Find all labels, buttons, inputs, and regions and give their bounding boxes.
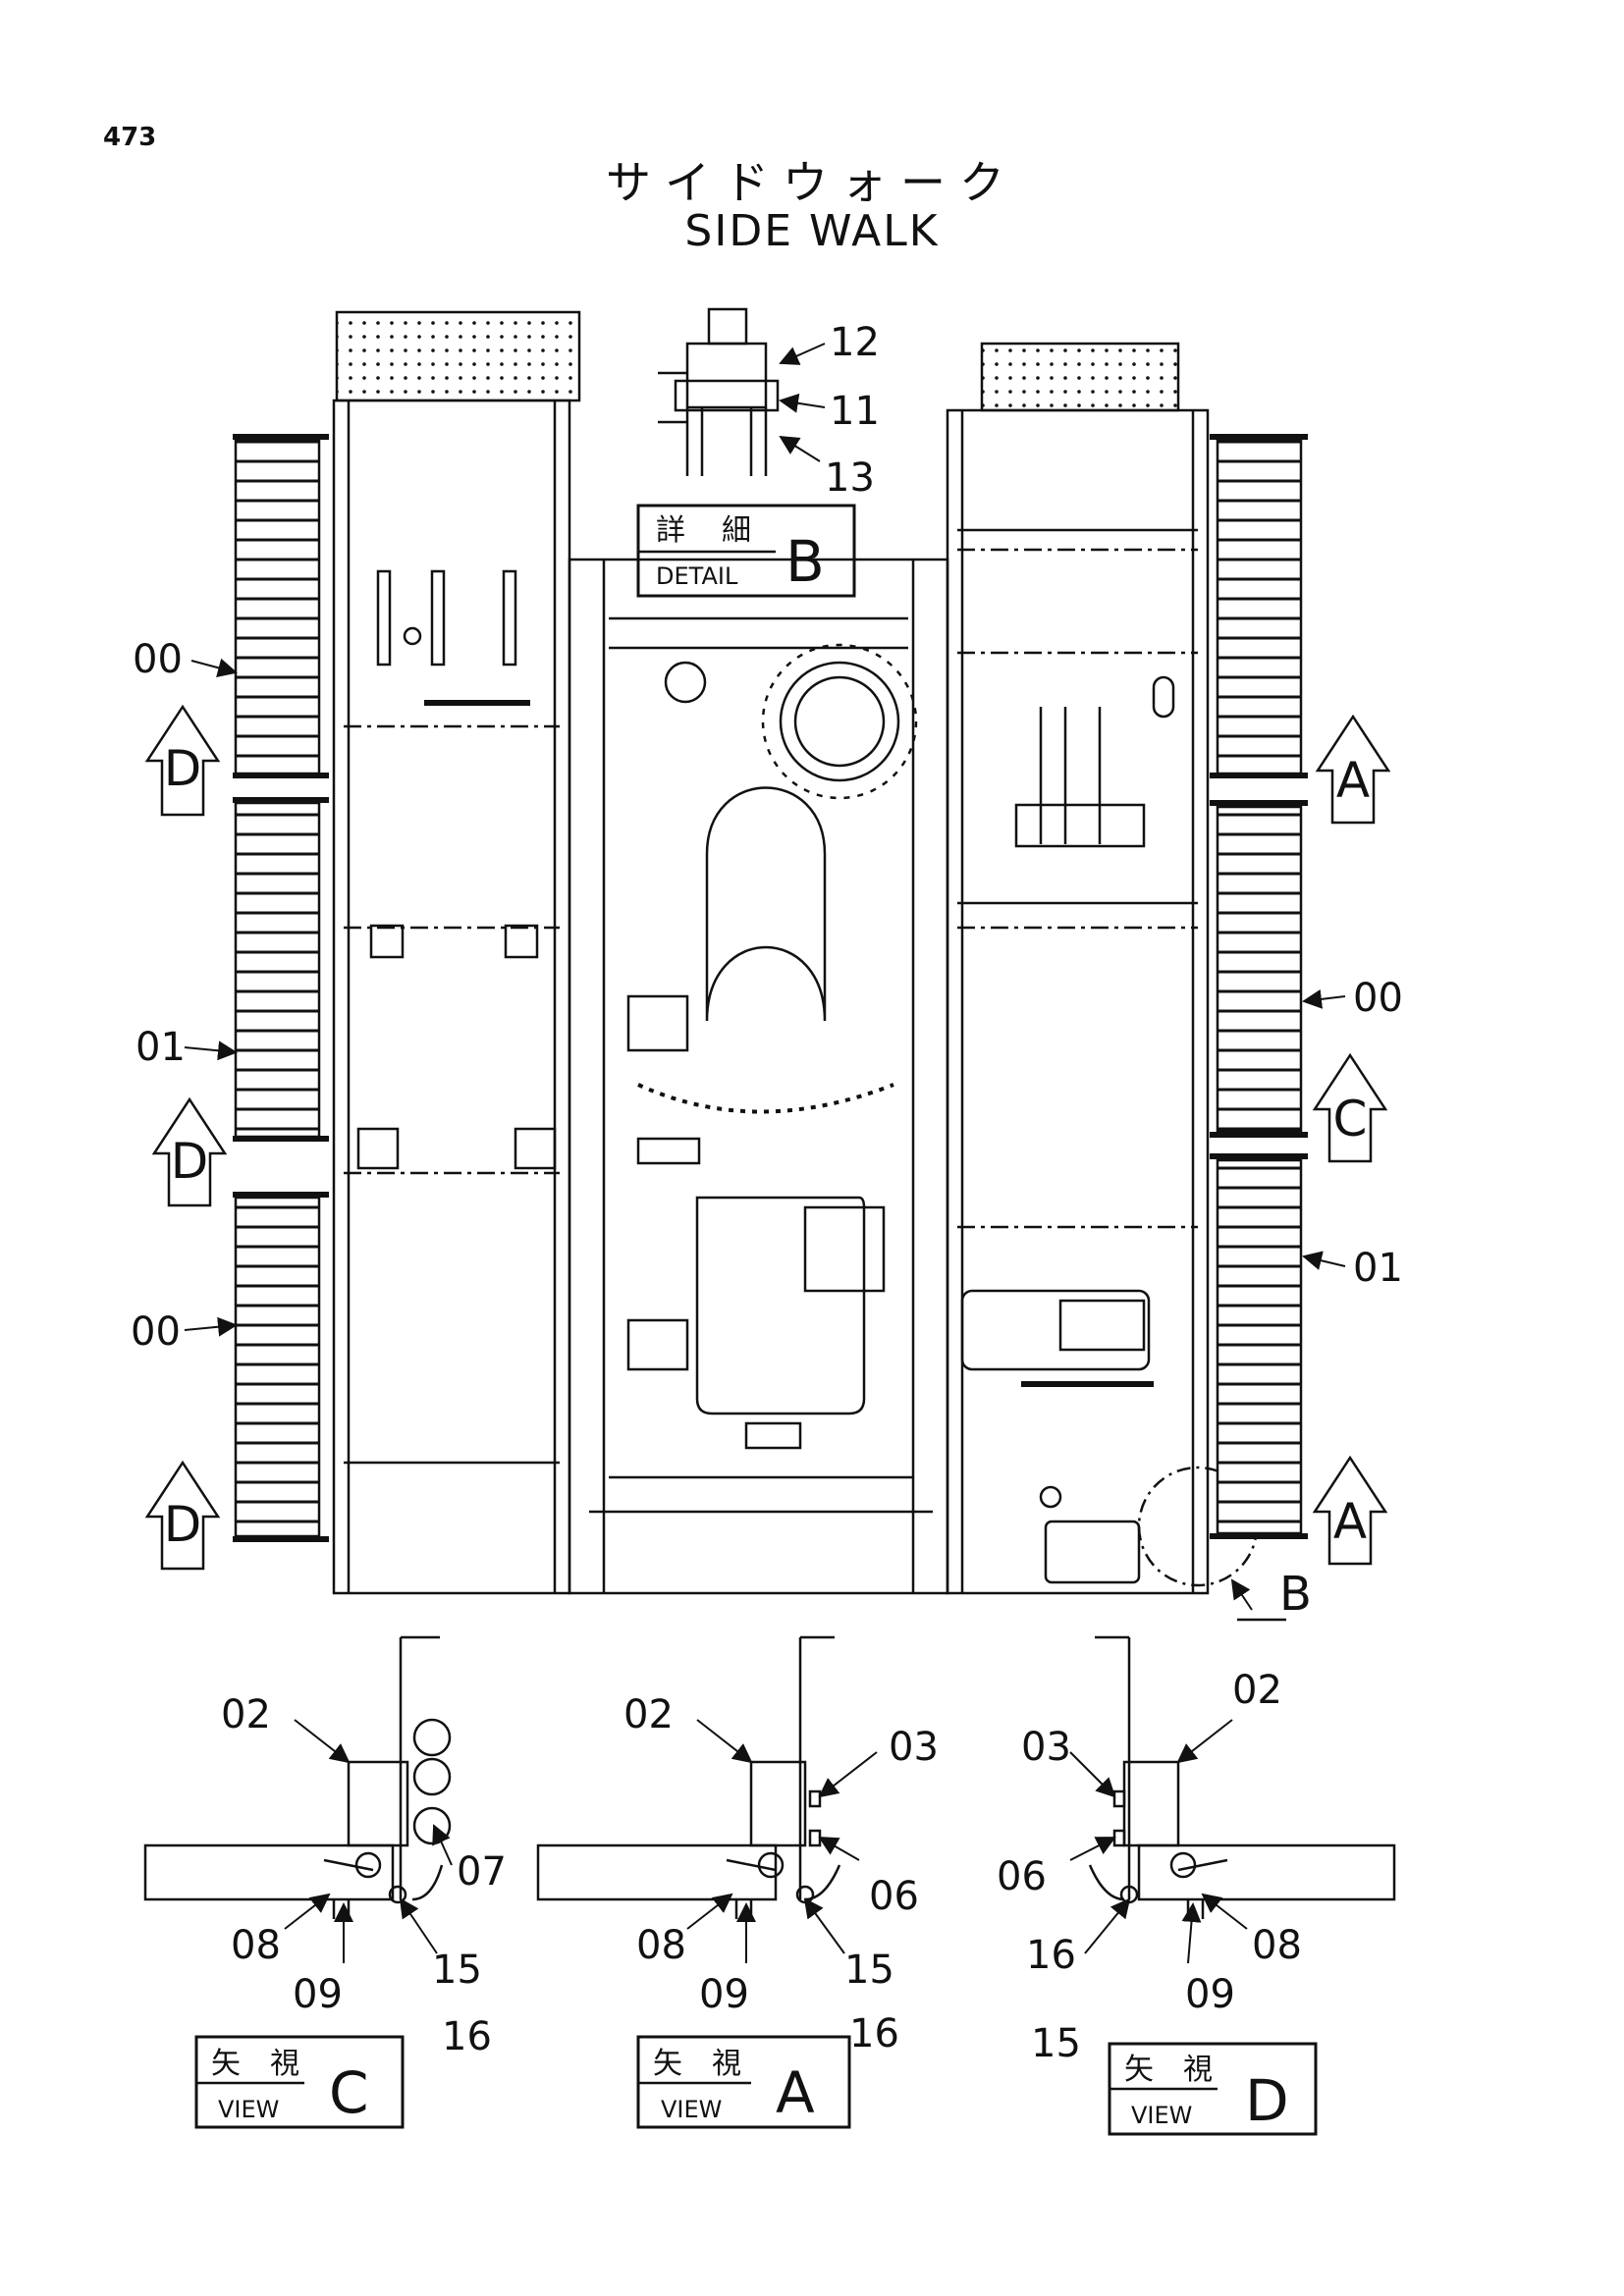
view-a-letter: A bbox=[776, 2059, 815, 2126]
leader-lines bbox=[184, 343, 1346, 1964]
label-left-middle: 01 bbox=[135, 1025, 186, 1070]
label-left-upper: 00 bbox=[133, 637, 183, 682]
view-a-kanji-1: 矢 bbox=[653, 2047, 682, 2081]
label-detail-13: 13 bbox=[825, 455, 875, 501]
detail-b-inset bbox=[636, 307, 856, 598]
label-view-d-03: 03 bbox=[1021, 1725, 1071, 1770]
view-arrow-a-1-letter: A bbox=[1336, 752, 1370, 809]
detail-kanji-1: 詳 bbox=[656, 513, 685, 548]
label-view-a-16: 16 bbox=[849, 2011, 899, 2056]
view-arrow-a-2-letter: A bbox=[1333, 1493, 1367, 1550]
view-c-kanji-1: 矢 bbox=[211, 2047, 241, 2081]
label-view-a-15: 15 bbox=[844, 1948, 894, 1993]
label-view-d-16: 16 bbox=[1026, 1933, 1076, 1978]
label-right-upper: 00 bbox=[1353, 976, 1403, 1021]
view-arrow-d-3-letter: D bbox=[164, 1496, 202, 1553]
detail-kanji-2: 細 bbox=[722, 513, 751, 548]
view-c-kanji-2: 視 bbox=[270, 2047, 299, 2081]
left-cover-plate bbox=[335, 310, 581, 402]
label-right-lower: 01 bbox=[1353, 1246, 1403, 1291]
left-walkway-frame bbox=[332, 399, 571, 1595]
view-arrow-a-1 bbox=[1315, 714, 1391, 825]
label-view-a-09: 09 bbox=[699, 1972, 749, 2017]
label-view-a-08: 08 bbox=[636, 1923, 686, 1968]
label-view-c-16: 16 bbox=[442, 2014, 492, 2059]
page-title-japanese: サイドウォーク bbox=[606, 156, 1018, 209]
detail-b-circle-letter: B bbox=[1279, 1567, 1312, 1622]
view-arrow-c bbox=[1312, 1052, 1388, 1163]
view-a-kanji-2: 視 bbox=[712, 2047, 741, 2081]
view-arrow-d-3 bbox=[144, 1460, 221, 1571]
view-a-bracket bbox=[536, 1635, 841, 1919]
right-walkway-frame bbox=[946, 408, 1210, 1595]
view-d-kanji-2: 視 bbox=[1183, 2053, 1213, 2087]
label-view-d-08: 08 bbox=[1252, 1923, 1302, 1968]
label-left-lower: 00 bbox=[131, 1309, 181, 1355]
detail-letter: B bbox=[785, 528, 825, 595]
view-a-word: VIEW bbox=[661, 2096, 722, 2123]
view-arrow-c-letter: C bbox=[1333, 1091, 1368, 1148]
label-view-c-02: 02 bbox=[221, 1692, 271, 1737]
center-machine-frame bbox=[568, 558, 949, 1595]
view-d-letter: D bbox=[1245, 2067, 1289, 2134]
view-arrow-d-1-letter: D bbox=[164, 740, 202, 797]
label-view-c-15: 15 bbox=[432, 1948, 482, 1993]
view-d-bracket bbox=[1088, 1635, 1396, 1919]
view-arrow-d-2-letter: D bbox=[171, 1133, 209, 1190]
label-view-a-06: 06 bbox=[869, 1874, 919, 1919]
view-arrow-d-1 bbox=[144, 704, 221, 817]
label-view-a-02: 02 bbox=[623, 1692, 674, 1737]
label-view-d-09: 09 bbox=[1185, 1972, 1235, 2017]
page-title-english: SIDE WALK bbox=[684, 206, 940, 256]
label-view-c-09: 09 bbox=[293, 1972, 343, 2017]
view-arrow-d-2 bbox=[151, 1096, 228, 1207]
label-view-c-07: 07 bbox=[457, 1849, 507, 1895]
right-cover-plate bbox=[980, 342, 1180, 412]
view-arrow-a-2 bbox=[1312, 1455, 1388, 1566]
left-grating-panels bbox=[233, 434, 329, 1542]
label-view-d-15: 15 bbox=[1031, 2021, 1081, 2066]
view-d-kanji-1: 矢 bbox=[1124, 2053, 1154, 2087]
right-grating-panels bbox=[1210, 434, 1308, 1539]
view-c-letter: C bbox=[329, 2059, 369, 2126]
detail-word: DETAIL bbox=[656, 562, 738, 590]
view-c-bracket bbox=[143, 1635, 452, 1919]
label-view-a-03: 03 bbox=[889, 1725, 939, 1770]
view-d-word: VIEW bbox=[1131, 2102, 1192, 2129]
label-view-d-06: 06 bbox=[997, 1854, 1047, 1899]
view-c-word: VIEW bbox=[218, 2096, 279, 2123]
label-view-c-08: 08 bbox=[231, 1923, 281, 1968]
page-number: 473 bbox=[103, 123, 157, 152]
label-detail-11: 11 bbox=[830, 389, 880, 434]
label-view-d-02: 02 bbox=[1232, 1668, 1282, 1713]
label-detail-12: 12 bbox=[830, 320, 880, 365]
